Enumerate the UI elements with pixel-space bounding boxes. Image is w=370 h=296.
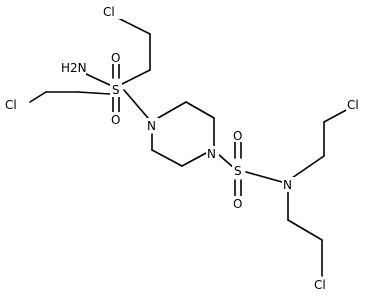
bond <box>117 69 151 87</box>
chlorine-atom: Cl <box>347 98 359 112</box>
nitrogen-atom: N <box>147 119 156 133</box>
bond <box>287 219 323 241</box>
nitrogen-atom: N <box>283 178 292 192</box>
amine-group: H2N <box>61 61 87 75</box>
oxygen-atom: O <box>233 129 242 143</box>
bond <box>291 155 325 179</box>
bond <box>185 101 215 119</box>
bond <box>217 153 235 169</box>
bond <box>85 73 113 87</box>
bond <box>123 89 149 119</box>
bond <box>151 149 183 167</box>
chlorine-atom: Cl <box>314 278 326 292</box>
bond <box>323 107 351 123</box>
bond <box>245 171 283 183</box>
bond <box>157 101 187 119</box>
bond <box>117 17 151 35</box>
chlorine-atom: Cl <box>103 5 115 19</box>
oxygen-atom: O <box>111 51 120 65</box>
sulfur-atom: S <box>112 83 120 97</box>
bond <box>29 91 47 103</box>
oxygen-atom: O <box>111 113 120 127</box>
oxygen-atom: O <box>233 197 242 211</box>
bonds <box>29 17 351 277</box>
chlorine-atom: Cl <box>5 98 17 112</box>
sulfur-atom: S <box>234 164 242 178</box>
nitrogen-atom: N <box>207 147 216 161</box>
atoms: Cl H2N S O O Cl N N S O O N Cl Cl <box>4 4 368 292</box>
bond <box>77 91 111 95</box>
bond <box>181 151 209 167</box>
